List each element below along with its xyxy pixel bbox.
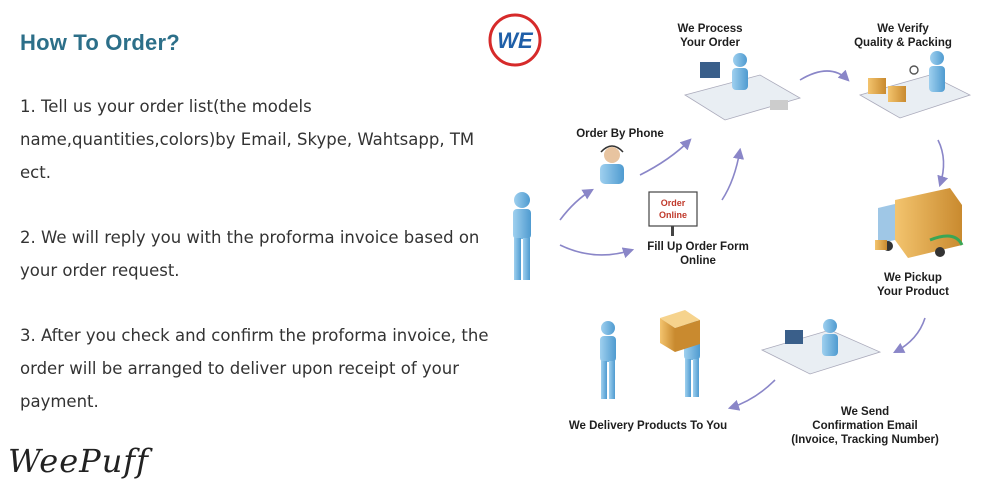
we-logo-icon: WE bbox=[488, 13, 542, 67]
step-1: 1. Tell us your order list(the models na… bbox=[20, 97, 475, 182]
phone-operator-icon bbox=[600, 145, 624, 184]
flow-arrow-icon bbox=[559, 69, 949, 411]
order-steps: 1. Tell us your order list(the models na… bbox=[20, 90, 500, 418]
page-title: How To Order? bbox=[20, 30, 180, 55]
brand-signature: WeePuff bbox=[8, 442, 149, 480]
order-flow-diagram: Order Online bbox=[513, 51, 972, 411]
step-3: 3. After you check and confirm the profo… bbox=[20, 326, 489, 411]
step-2: 2. We will reply you with the proforma i… bbox=[20, 228, 480, 280]
order-sign-line1: Order bbox=[661, 198, 686, 208]
label-order-by-phone: Order By Phone bbox=[576, 128, 664, 140]
label-we-delivery: We Delivery Products To You bbox=[568, 420, 728, 432]
order-online-sign-icon: Order Online bbox=[648, 191, 698, 236]
customer-person-icon bbox=[513, 192, 531, 280]
email-operator-icon bbox=[760, 319, 882, 375]
packing-worker-icon bbox=[858, 51, 972, 119]
office-worker-icon bbox=[684, 53, 802, 121]
order-sign-line2: Online bbox=[659, 210, 687, 220]
package-box-icon bbox=[660, 310, 700, 352]
logo-text: WE bbox=[497, 28, 534, 53]
delivery-truck-icon bbox=[875, 188, 964, 258]
